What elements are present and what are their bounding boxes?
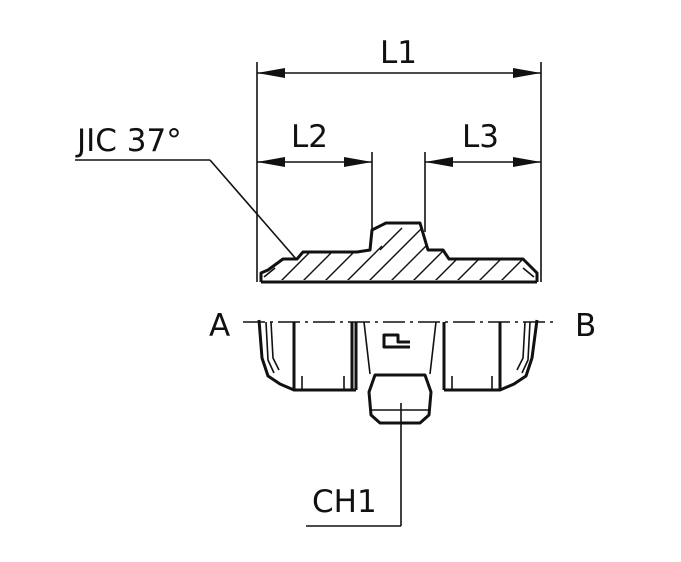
section-hatching bbox=[279, 225, 534, 280]
label-l1: L1 bbox=[380, 35, 417, 71]
fitting-section-upper bbox=[259, 221, 539, 284]
label-thread: JIC 37° bbox=[75, 123, 182, 159]
hex-body bbox=[354, 322, 446, 390]
label-l2: L2 bbox=[291, 119, 328, 155]
maker-mark-icon bbox=[382, 333, 410, 349]
fitting-view-lower bbox=[257, 319, 539, 425]
thread-callout: JIC 37° bbox=[75, 123, 298, 261]
dimension-l1: L1 bbox=[256, 35, 542, 282]
dimension-l2: L2 bbox=[257, 119, 373, 232]
hex-callout: CH1 bbox=[306, 403, 402, 527]
port-b-label: B bbox=[575, 308, 596, 344]
label-l3: L3 bbox=[462, 119, 499, 155]
lower-outline bbox=[257, 319, 539, 392]
upper-profile bbox=[259, 221, 539, 282]
hex-nut bbox=[367, 373, 433, 425]
label-ch1: CH1 bbox=[312, 484, 377, 520]
dimension-l3: L3 bbox=[424, 119, 541, 232]
port-a-label: A bbox=[209, 308, 230, 344]
